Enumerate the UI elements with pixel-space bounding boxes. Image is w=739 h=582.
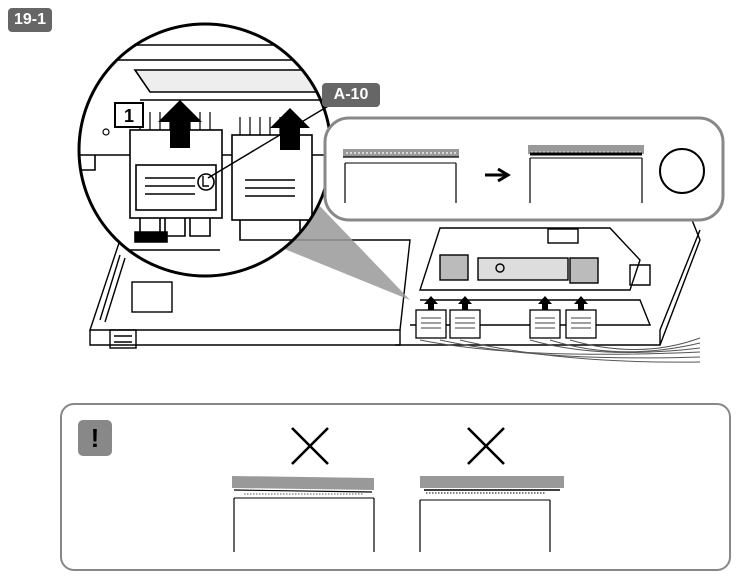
arrow-right-icon (485, 167, 511, 183)
connector-1 (415, 296, 447, 339)
cross-ng-icon (291, 427, 329, 465)
arrow-up-icon (158, 100, 202, 148)
warning-contents (232, 427, 564, 552)
connector-2 (449, 296, 481, 339)
connector-3 (529, 296, 561, 339)
cable-ng-tilted (232, 476, 375, 552)
arrow-up-icon (458, 296, 472, 310)
cross-ng-icon (467, 427, 505, 465)
arrow-up-icon (574, 296, 588, 310)
cable-after (528, 145, 644, 203)
connector-group (415, 296, 597, 339)
arrow-up-icon (538, 296, 552, 310)
insert-inset (323, 116, 725, 222)
marker-1: 1 (102, 102, 144, 136)
detail-zoom-circle: 1 (77, 22, 333, 278)
cable-before (343, 149, 459, 203)
circle-ok-icon (659, 148, 705, 194)
arrow-up-icon (424, 296, 438, 310)
cables (419, 337, 701, 363)
step-number-badge: 19-1 (8, 8, 52, 32)
device-chassis (89, 214, 701, 349)
callout-label: A-10 (322, 83, 380, 107)
connector-4 (565, 296, 597, 339)
marker-number: 1 (124, 106, 134, 126)
exclamation-icon: ! (78, 420, 112, 456)
warning-panel (60, 403, 731, 571)
callout-leader (207, 104, 331, 179)
cable-ng-offset (419, 476, 564, 552)
